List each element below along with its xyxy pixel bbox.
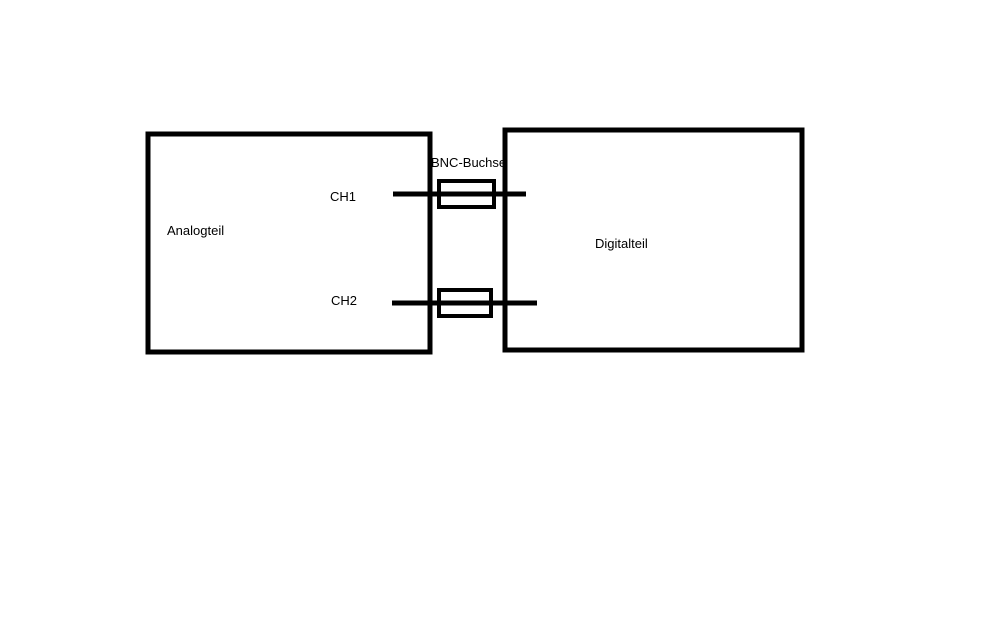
bnc-connector-ch1 <box>437 179 496 209</box>
analog-block-label: Analogteil <box>167 223 225 238</box>
ch1-label: CH1 <box>330 189 357 204</box>
digital-block <box>502 127 805 353</box>
analog-block <box>145 131 433 355</box>
ch2-label: CH2 <box>331 293 358 308</box>
bnc-connector-label: BNC-Buchse <box>431 155 507 170</box>
bnc-connector-ch2 <box>437 288 493 318</box>
digital-block-label: Digitalteil <box>595 236 648 251</box>
